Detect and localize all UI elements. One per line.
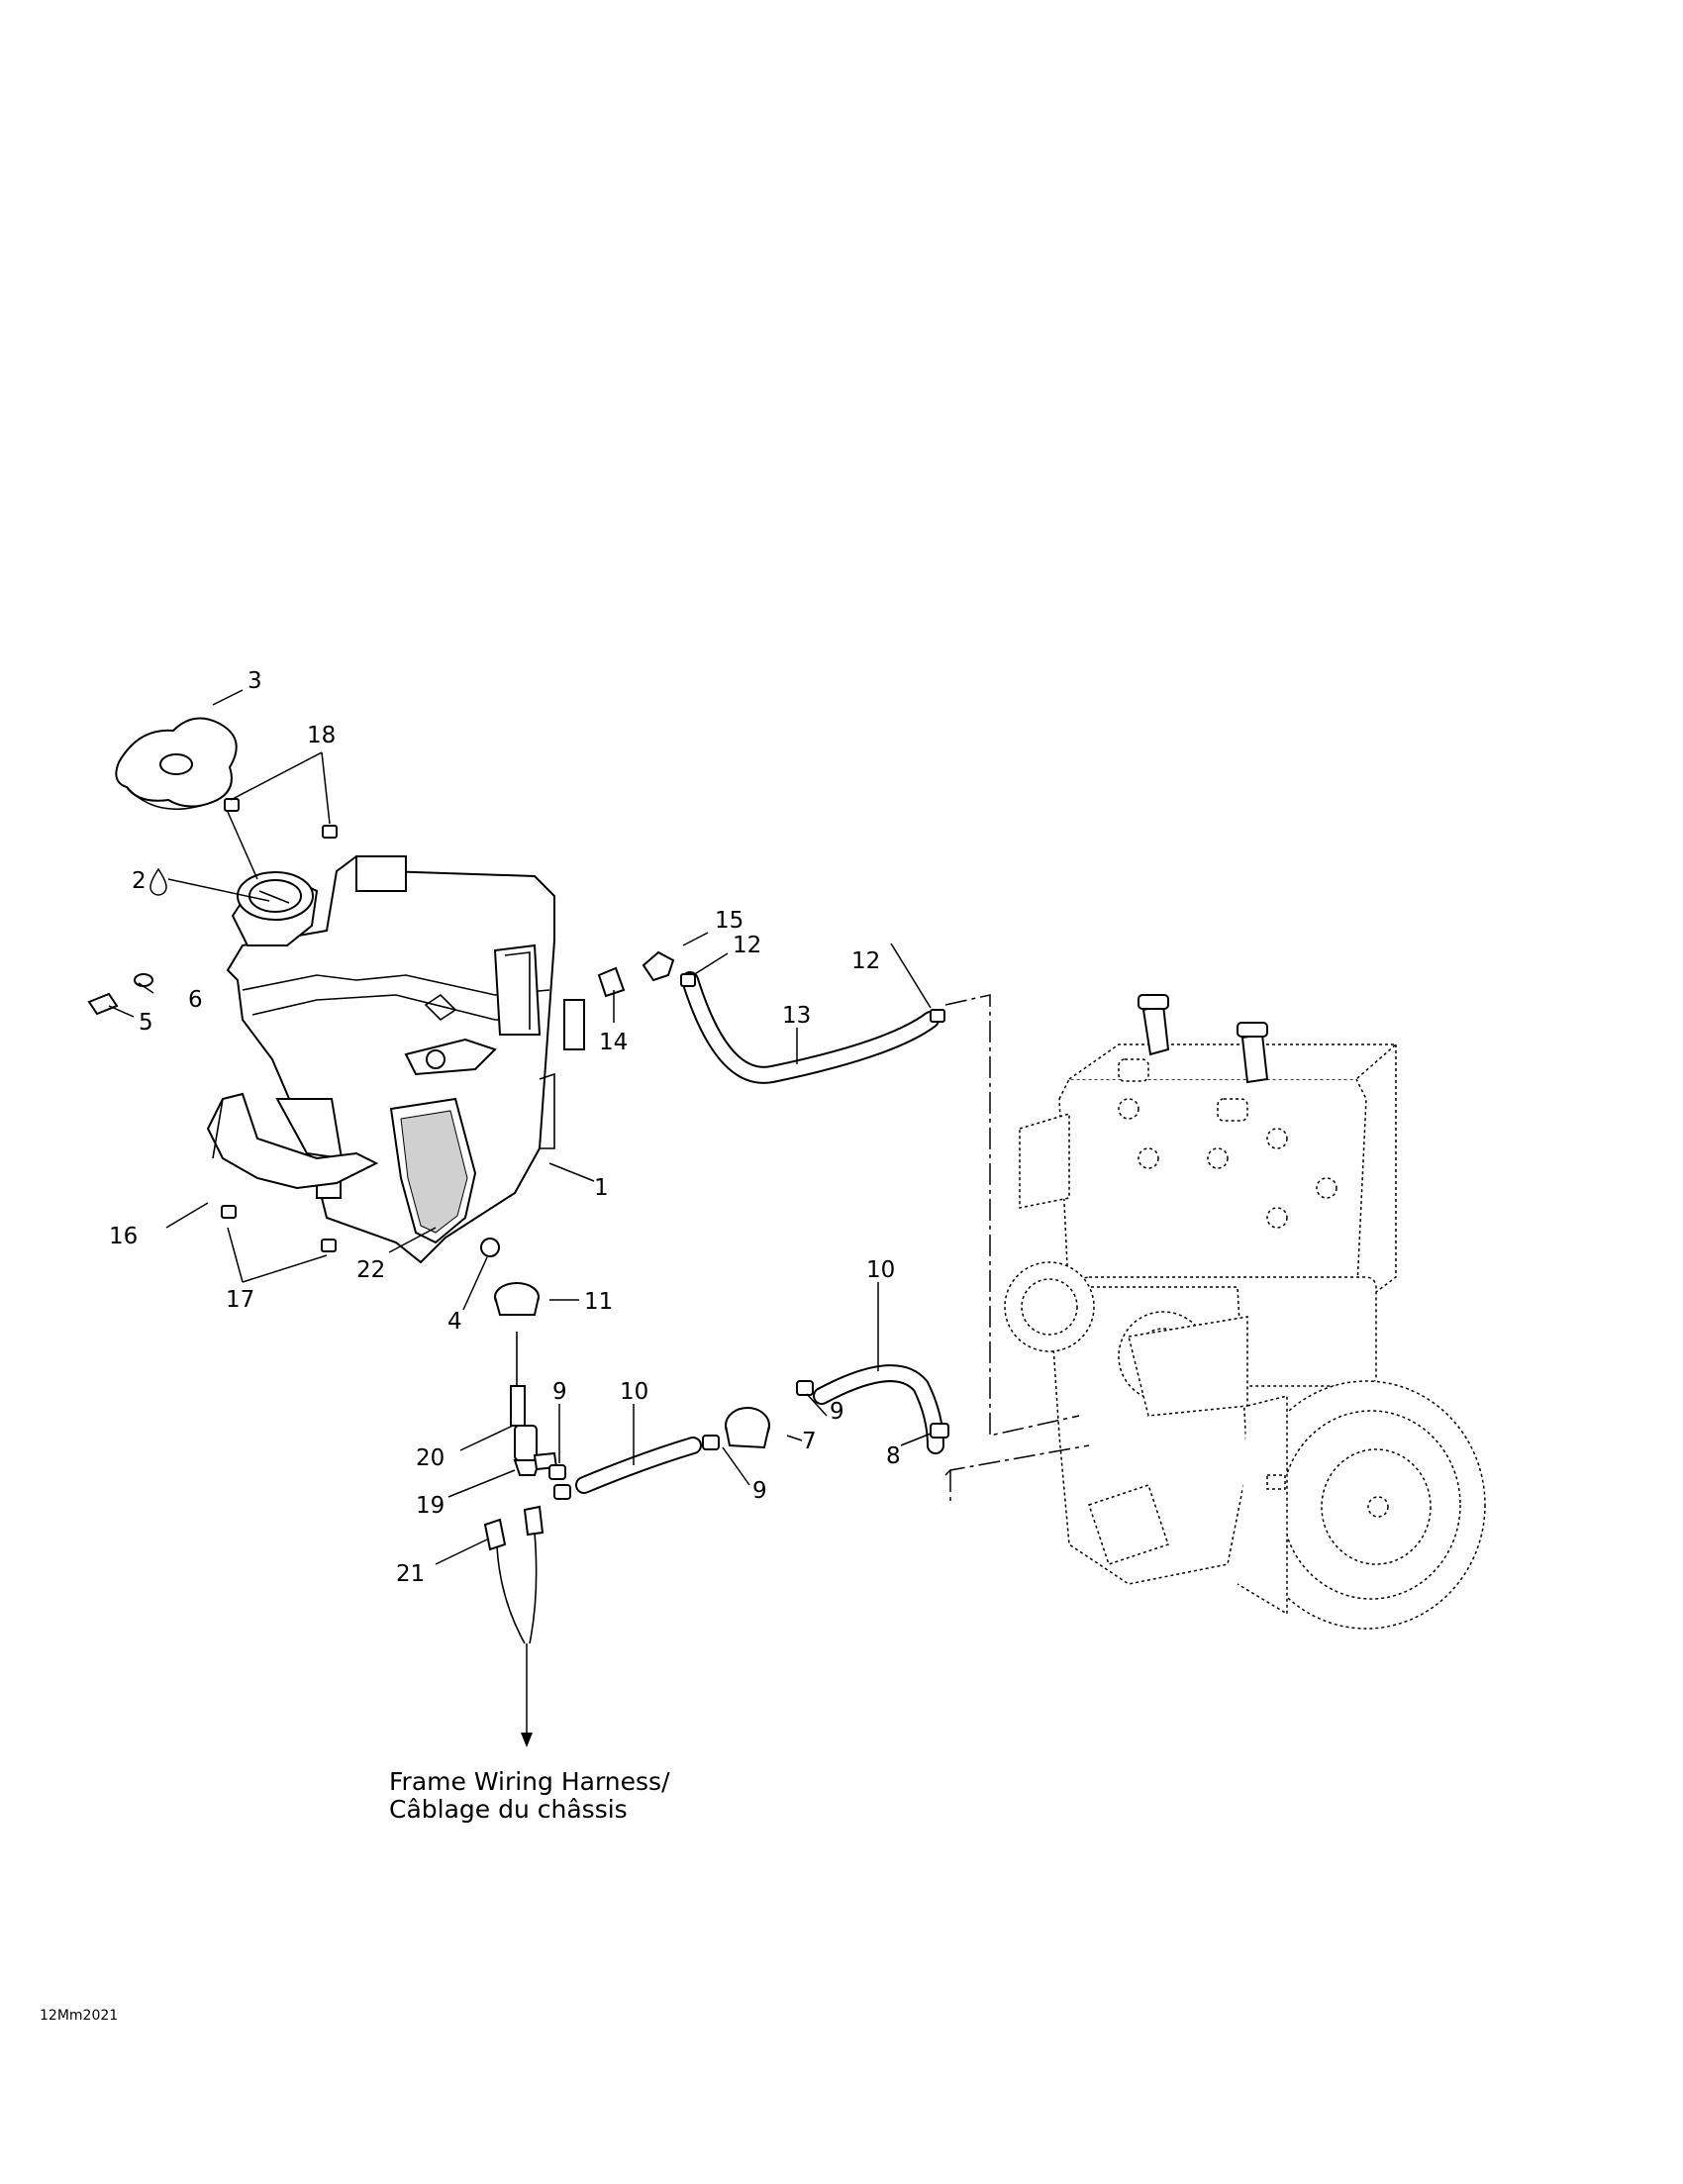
harness-note-line1: Frame Wiring Harness/ — [389, 1767, 670, 1796]
callout-10a: 10 — [620, 1379, 648, 1405]
callout-16: 16 — [109, 1224, 138, 1249]
callout-13: 13 — [782, 1003, 811, 1029]
callout-9c: 9 — [752, 1478, 767, 1504]
callout-14: 14 — [599, 1030, 628, 1055]
callout-19: 19 — [416, 1493, 445, 1519]
callout-17: 17 — [226, 1287, 254, 1313]
callout-7: 7 — [802, 1429, 817, 1454]
oil-hoses — [575, 971, 944, 1494]
callout-5: 5 — [139, 1010, 153, 1036]
fittings-and-filter — [548, 950, 949, 1500]
callout-labels: 1 2 3 4 5 6 7 8 9 9 9 10 10 11 12 12 13 … — [109, 668, 901, 1587]
callout-4: 4 — [447, 1309, 462, 1335]
leader-lines — [108, 689, 932, 1565]
callout-6: 6 — [188, 987, 203, 1013]
heat-shield — [206, 1092, 379, 1190]
oil-tank-cap — [115, 717, 238, 811]
callout-8: 8 — [886, 1443, 901, 1469]
harness-connectors — [483, 1505, 544, 1747]
callout-12b: 12 — [851, 948, 880, 974]
callout-21: 21 — [396, 1561, 425, 1587]
grommet-and-sensor — [494, 1282, 558, 1476]
callout-9a: 9 — [552, 1379, 567, 1405]
oil-tank — [226, 854, 585, 1264]
callout-9b: 9 — [830, 1399, 844, 1425]
routing-lines — [944, 994, 1090, 1505]
harness-note-line2: Câblage du châssis — [389, 1795, 628, 1824]
callout-10b: 10 — [866, 1257, 895, 1283]
callout-1: 1 — [594, 1175, 609, 1201]
callout-18: 18 — [307, 723, 336, 748]
callout-20: 20 — [416, 1445, 445, 1471]
engine-ghost — [1004, 994, 1486, 1630]
callout-15: 15 — [715, 908, 743, 934]
callout-22: 22 — [356, 1257, 385, 1283]
drawing-reference: 12Mm2021 — [40, 2008, 118, 2024]
oil-drop-icon — [149, 867, 167, 896]
callout-11: 11 — [584, 1289, 613, 1315]
filler-neck — [231, 871, 319, 946]
callout-2: 2 — [132, 868, 147, 894]
callout-3: 3 — [248, 668, 262, 694]
callout-12a: 12 — [733, 933, 761, 958]
